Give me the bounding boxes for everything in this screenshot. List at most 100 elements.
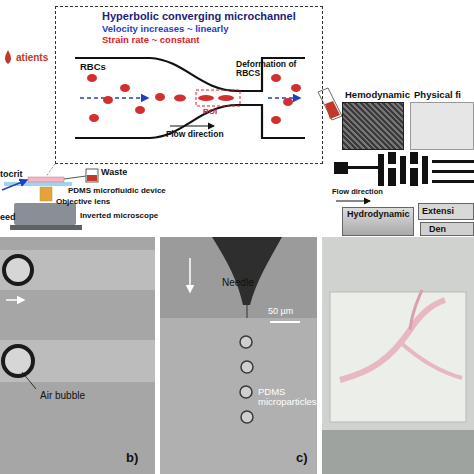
chip-schematic xyxy=(400,156,406,184)
node-text: Extensi xyxy=(422,207,454,217)
chip-schematic xyxy=(318,88,474,201)
photo-b xyxy=(0,237,155,474)
chip-schematic xyxy=(318,88,342,120)
hyperbolic-channel xyxy=(196,90,240,106)
setup-illustration xyxy=(10,225,82,230)
node-text: c) xyxy=(296,451,308,465)
node-text: b) xyxy=(126,451,138,465)
node-text: Den xyxy=(429,225,446,235)
photo-b xyxy=(4,256,32,284)
node-text: Velocity increases ~ linearly xyxy=(102,24,228,34)
clipped-label: tocrit xyxy=(0,170,23,180)
photo-c xyxy=(212,237,282,305)
node-text: Physical fi xyxy=(414,90,461,100)
setup-illustration xyxy=(2,180,27,190)
photo-d xyxy=(340,300,445,380)
setup-illustration xyxy=(14,203,76,225)
node-text: 50 µm xyxy=(268,307,293,317)
cell-label: RBCs xyxy=(80,62,106,72)
node-text: Needle xyxy=(222,277,254,288)
flow-label: Flow direction xyxy=(332,188,383,196)
node-text: Hemodynamic xyxy=(345,90,410,100)
photo-c xyxy=(246,305,248,318)
setup-illustration xyxy=(86,169,98,182)
part-label: Inverted microscope xyxy=(80,212,158,221)
setup-illustration xyxy=(87,175,97,181)
node-text: Hydrodynamic xyxy=(347,210,410,220)
red-blood-cell xyxy=(198,95,214,101)
red-blood-cell xyxy=(155,93,165,101)
hyperbolic-channel xyxy=(75,58,305,138)
photo-b xyxy=(0,340,155,382)
red-blood-cell xyxy=(120,84,130,92)
hyperbolic-channel xyxy=(170,125,214,126)
photo-panel: Air bubbleb) xyxy=(0,237,155,474)
photo-d xyxy=(330,292,466,422)
pdms-microparticle xyxy=(240,336,252,348)
chip-schematic xyxy=(378,154,384,186)
red-blood-cell xyxy=(135,106,145,114)
red-blood-cell xyxy=(271,74,281,82)
photo-d xyxy=(322,237,474,474)
setup-illustration xyxy=(45,164,55,178)
node-text: PDMS microparticles xyxy=(258,387,316,408)
part-label: PDMS microfluidic device xyxy=(68,187,166,196)
setup-illustration xyxy=(40,187,52,201)
image-box: Physical fi xyxy=(410,102,474,150)
chip-schematic xyxy=(432,170,474,173)
red-blood-cell xyxy=(283,98,293,106)
photo-c xyxy=(189,258,191,292)
chip-schematic xyxy=(348,166,378,169)
photo-d xyxy=(400,342,462,378)
photo-b xyxy=(6,299,24,301)
chip-schematic xyxy=(422,156,428,184)
photo-d xyxy=(410,290,422,330)
setup-illustration xyxy=(64,176,86,179)
red-blood-cells xyxy=(87,74,301,124)
photo-b xyxy=(0,250,155,290)
pdms-microparticle xyxy=(240,386,252,398)
chip-schematic xyxy=(334,162,348,174)
chip-schematic xyxy=(432,180,474,183)
photo-panel: Needle 50 µm PDMS microparticles c) xyxy=(160,237,317,474)
photo-b xyxy=(22,372,36,389)
red-blood-cell xyxy=(87,74,97,82)
photo-d xyxy=(322,430,474,474)
red-blood-cell xyxy=(89,114,99,122)
part-label: Objective lens xyxy=(56,198,110,207)
hyperbolic-channel xyxy=(268,97,300,99)
red-blood-cell xyxy=(174,95,186,102)
node-text: Hyperbolic converging microchannel xyxy=(102,10,296,22)
inset-box: Hyperbolic converging microchannelVeloci… xyxy=(55,6,323,164)
callout-text: Deformation of RBCS xyxy=(236,60,298,79)
photo-c xyxy=(160,237,317,474)
photo-c xyxy=(270,321,300,323)
chip-schematic xyxy=(388,152,396,164)
hyperbolic-channel xyxy=(80,97,148,99)
pdms-microparticle xyxy=(241,361,253,373)
pdms-microparticle xyxy=(240,336,253,423)
image-box: Hydrodynamic xyxy=(342,207,414,236)
chip-schematic xyxy=(388,168,396,186)
photo-d xyxy=(322,237,474,474)
chip-schematic xyxy=(410,152,418,164)
photo-b xyxy=(3,346,33,376)
pdms-microparticle xyxy=(241,411,253,423)
photo-c xyxy=(160,237,317,474)
red-blood-cell xyxy=(218,95,234,101)
clipped-label: atients xyxy=(16,52,48,63)
chip-schematic xyxy=(410,168,418,186)
image-box: Extensi xyxy=(418,203,474,220)
roi-label: ROI xyxy=(203,108,217,117)
chip-schematic xyxy=(432,160,474,163)
photo-c xyxy=(160,318,317,474)
chip-schematic xyxy=(336,200,370,201)
photo-b xyxy=(0,237,155,474)
part-label: Waste xyxy=(101,168,127,178)
top-panel-bg xyxy=(0,0,474,236)
image-box: Den xyxy=(420,222,474,236)
image-box: Hemodynamic xyxy=(342,102,404,150)
